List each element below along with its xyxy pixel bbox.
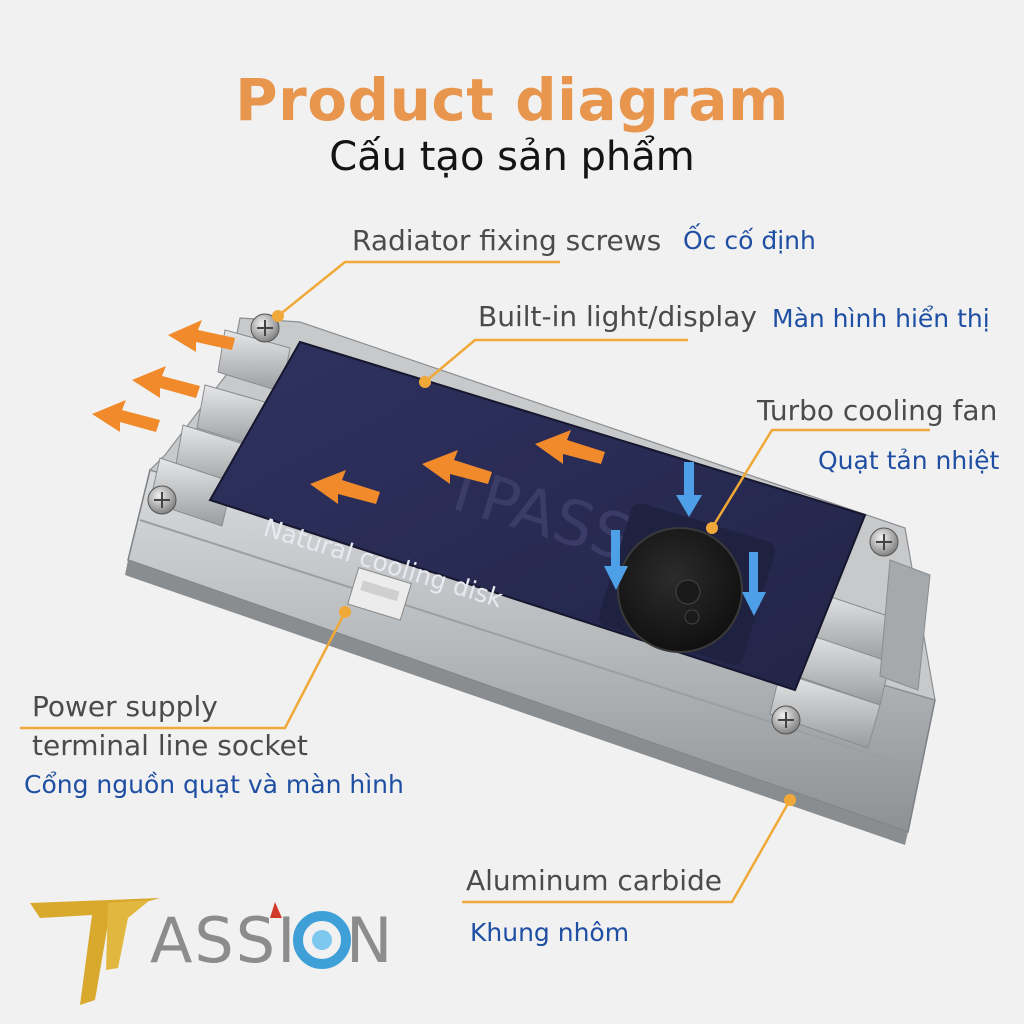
label-frame-vi: Khung nhôm xyxy=(470,918,629,947)
label-fan-vi: Quạt tản nhiệt xyxy=(818,446,999,475)
label-frame-en: Aluminum carbide xyxy=(466,864,722,897)
leader-display xyxy=(425,340,688,382)
label-socket-en-line2: terminal line socket xyxy=(32,729,308,762)
label-socket-vi: Cổng nguồn quạt và màn hình xyxy=(24,770,404,799)
label-display-vi: Màn hình hiển thị xyxy=(772,304,990,333)
label-display-en: Built-in light/display xyxy=(478,300,757,333)
label-screws-en: Radiator fixing screws xyxy=(352,224,661,257)
brand-logo: ASSI N xyxy=(30,898,392,1005)
label-screws-vi: Ốc cố định xyxy=(683,226,816,255)
label-socket-en-line1: Power supply xyxy=(32,690,218,723)
screw-right xyxy=(870,528,898,556)
label-fan-en: Turbo cooling fan xyxy=(757,394,997,427)
svg-text:N: N xyxy=(346,904,392,977)
screw-bottom-right xyxy=(772,706,800,734)
screw-left xyxy=(148,486,176,514)
